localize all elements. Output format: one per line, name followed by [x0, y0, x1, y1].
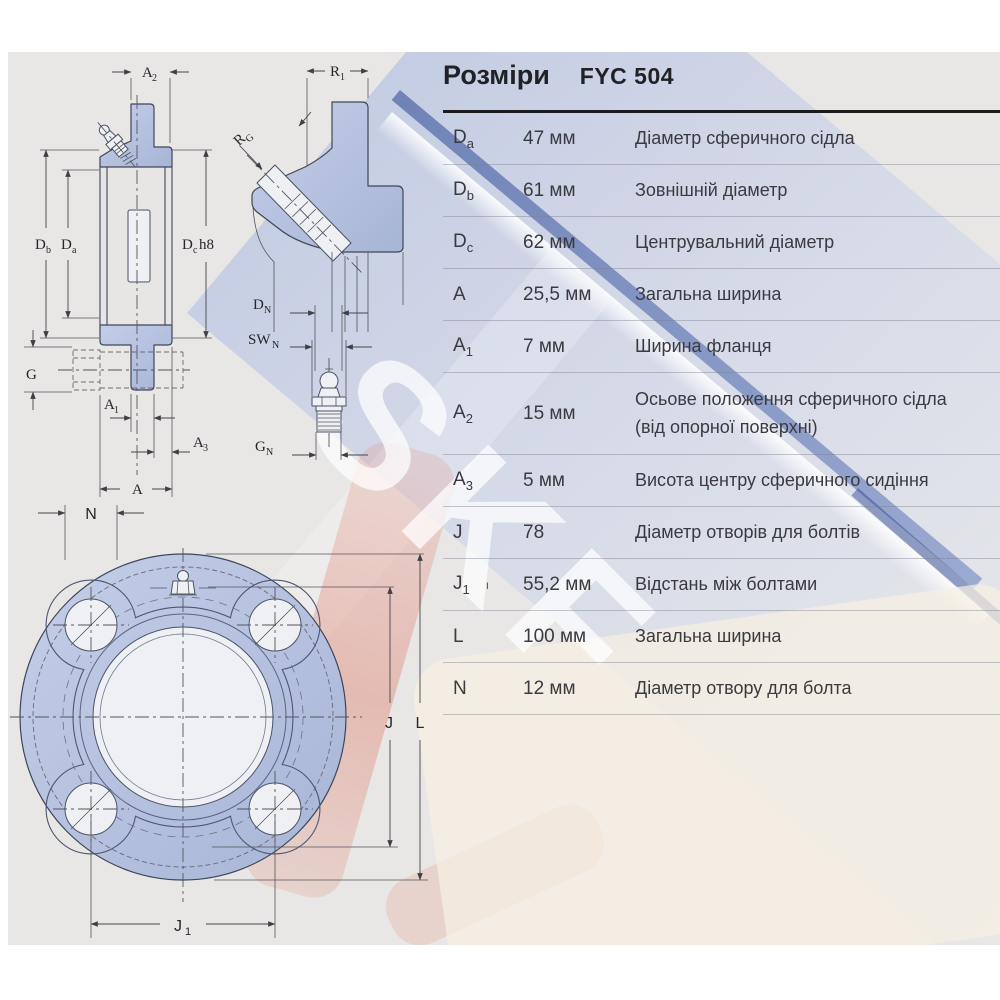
- svg-text:b: b: [46, 245, 51, 256]
- dimension-value: 7 мм: [523, 335, 565, 357]
- table-row: Da 47 мм Діаметр сферичного сідла: [443, 113, 1000, 165]
- dimension-value: 78: [523, 521, 545, 543]
- dimension-symbol: J: [453, 521, 463, 543]
- drawing-grease-nipple-detail: D N SW N G N: [248, 297, 372, 460]
- dimension-description: Діаметр отворів для болтів: [635, 521, 861, 542]
- dim-label-dn: D: [253, 297, 264, 313]
- dim-label-dc: D: [182, 237, 193, 253]
- dim-label-a2: A: [142, 65, 153, 81]
- table-row: A3 5 мм Висота центру сферичного сидіння: [443, 455, 1000, 507]
- dim-label-a3: A: [193, 435, 204, 451]
- dimension-symbol: A2: [453, 401, 473, 426]
- dimension-value: 25,5 мм: [523, 283, 592, 305]
- table-row: A 25,5 мм Загальна ширина: [443, 269, 1000, 321]
- table-row: Db 61 мм Зовнішній діаметр: [443, 165, 1000, 217]
- svg-text:1: 1: [114, 405, 119, 416]
- grease-fitting: [97, 122, 137, 168]
- table-row: L 100 мм Загальна ширина: [443, 611, 1000, 663]
- dim-label-a1: A: [104, 397, 115, 413]
- dimension-description: Діаметр отвору для болта: [635, 677, 852, 698]
- dimension-description: Зовнішній діаметр: [635, 179, 788, 200]
- dimension-symbol: A1: [453, 334, 473, 359]
- svg-text:N: N: [272, 340, 279, 351]
- svg-text:h8: h8: [199, 237, 214, 253]
- dim-label-j1: J: [174, 918, 182, 935]
- dimension-value: 47 мм: [523, 127, 576, 149]
- dim-label-r1: R: [330, 64, 340, 80]
- dimension-value: 100 мм: [523, 625, 587, 647]
- dimension-value: 15 мм: [523, 402, 576, 424]
- dim-label-db: D: [35, 237, 46, 253]
- table-row: Dc 62 мм Центрувальний діаметр: [443, 217, 1000, 269]
- dimension-description: Ширина фланця: [635, 335, 772, 356]
- dim-label-gn: G: [255, 439, 266, 455]
- dimension-description: Загальна ширина: [635, 625, 782, 646]
- front-grease-nipple: [150, 570, 216, 596]
- dimension-description: Висота центру сферичного сидіння: [635, 469, 929, 490]
- table-row: A2 15 мм Осьове положення сферичного сідла…: [443, 373, 1000, 455]
- dimension-symbol: N: [453, 677, 467, 699]
- dim-label-g: G: [26, 367, 37, 383]
- dimension-symbol: Db: [453, 178, 474, 203]
- dimension-value: 12 мм: [523, 677, 576, 699]
- svg-text:N: N: [264, 305, 271, 316]
- table-row: A1 7 мм Ширина фланця: [443, 321, 1000, 373]
- dim-label-l: L: [416, 715, 425, 732]
- dimension-symbol: A3: [453, 468, 473, 493]
- dimension-symbol: Da: [453, 126, 474, 151]
- dimension-symbol: L: [453, 625, 464, 647]
- table-row: J 78 Діаметр отворів для болтів: [443, 507, 1000, 559]
- bolt-holes: [53, 587, 313, 847]
- drawing-front-view: N L J J 1: [10, 505, 428, 938]
- svg-text:2: 2: [152, 73, 157, 84]
- dimension-symbol: Dc: [453, 230, 474, 255]
- svg-text:c: c: [193, 245, 198, 256]
- dim-label-n: N: [85, 506, 97, 523]
- svg-text:1: 1: [340, 72, 345, 83]
- dimension-description: Центрувальний діаметр: [635, 231, 835, 252]
- dimension-value: 61 мм: [523, 179, 576, 201]
- dim-label-a: A: [132, 482, 143, 498]
- dimension-description: Осьове положення сферичного сідла(від оп…: [635, 388, 947, 437]
- dimension-description: Відстань між болтами: [635, 573, 818, 594]
- dimension-description: Загальна ширина: [635, 283, 782, 304]
- dimension-symbol: A: [453, 283, 466, 305]
- dimension-value: 62 мм: [523, 231, 576, 253]
- svg-text:1: 1: [185, 926, 191, 938]
- page-header: Розміри FYC 504: [443, 60, 674, 91]
- svg-text:a: a: [72, 245, 77, 256]
- dimension-description: Діаметр сферичного сідла: [635, 127, 855, 148]
- svg-text:3: 3: [203, 443, 208, 454]
- hidden-bolt: [58, 349, 190, 391]
- dim-label-da: D: [61, 237, 72, 253]
- drawing-grease-hole-detail: R 1 R G: [231, 64, 404, 332]
- page-title: Розміри: [443, 60, 550, 90]
- svg-text:N: N: [266, 447, 273, 458]
- model-designation: FYC 504: [579, 63, 675, 89]
- dimension-value: 55,2 мм: [523, 573, 592, 595]
- drawing-cross-section: A 2 D b D a D c h8: [24, 65, 214, 498]
- table-row: N 12 мм Діаметр отвору для болта: [443, 663, 1000, 715]
- dim-label-swn: SW: [248, 332, 271, 348]
- dimension-value: 5 мм: [523, 469, 565, 491]
- dim-label-j: J: [385, 715, 393, 732]
